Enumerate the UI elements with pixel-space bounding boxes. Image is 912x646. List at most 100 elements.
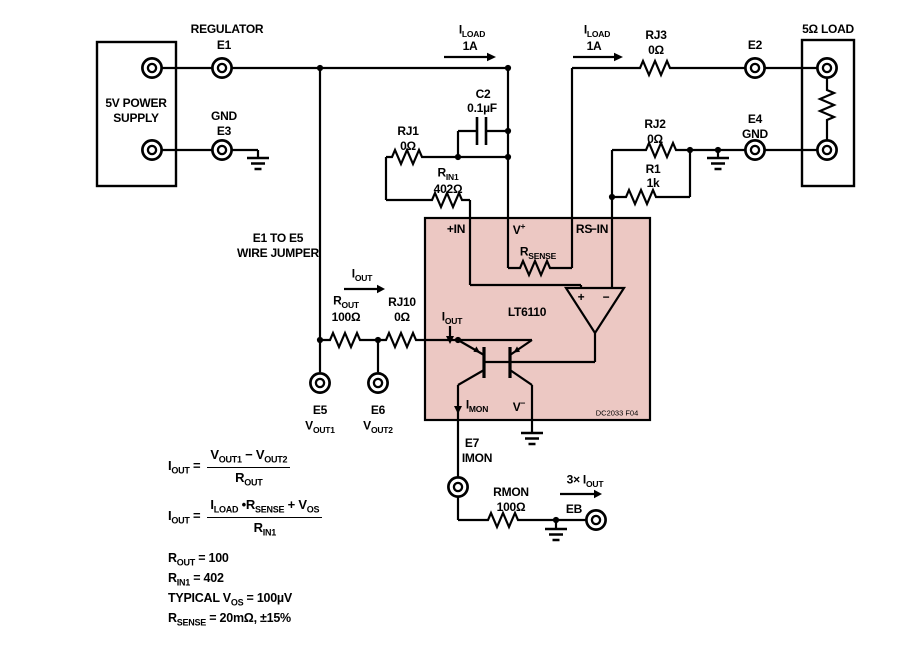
pin-plus-in: +IN: [446, 222, 466, 236]
turret-e4-icon: [744, 139, 766, 161]
formula2-fraction: ILOAD •RSENSE + VOS RIN1: [207, 497, 323, 538]
wire-sense-input: [384, 155, 583, 289]
vout1-label: VOUT1: [305, 418, 335, 435]
wires: [162, 66, 829, 529]
rj10-value: 0Ω: [394, 310, 410, 324]
rmon-value: 100Ω: [496, 500, 526, 514]
pin-vminus: V−: [512, 398, 526, 414]
iload-right-label: ILOAD: [583, 22, 611, 39]
e1-label: E1: [216, 38, 232, 52]
ground-e3-icon: [245, 156, 271, 171]
supply-terminal-bottom-icon: [141, 139, 163, 161]
e7-label: E7: [464, 436, 480, 450]
formula2-lhs: IOUT =: [168, 508, 201, 526]
supply-terminal-top-icon: [141, 57, 163, 79]
turret-e1-icon: [211, 57, 233, 79]
formula1-lhs: IOUT =: [168, 458, 201, 476]
iout-internal-arrow-head: [446, 336, 454, 344]
rj3-value: 0Ω: [648, 43, 664, 57]
rin1-value: 402Ω: [433, 182, 463, 196]
iout-arrow-label: IOUT: [351, 266, 373, 283]
iload-arrow-right-head: [614, 52, 623, 62]
rj3-label: RJ3: [645, 28, 667, 42]
rin1-label: RIN1: [437, 165, 459, 182]
wire-c2-leads: [456, 129, 508, 157]
rout-value: 100Ω: [331, 310, 361, 324]
rj10-label: RJ10: [388, 295, 416, 309]
transistor-pair: [457, 339, 533, 386]
pin-vplus: V+: [512, 221, 526, 237]
formula1-denominator: ROUT: [235, 469, 263, 488]
iload-right-value: 1A: [586, 39, 602, 53]
e3-label: E3: [216, 124, 232, 138]
r1-value: 1k: [646, 176, 660, 190]
resistor-rj3: [634, 59, 678, 77]
resistor-rmon: [482, 511, 526, 529]
power-supply-box: [95, 40, 178, 188]
note-rin1: RIN1 = 402: [168, 571, 224, 588]
ground-e4-icon: [705, 156, 731, 171]
note-rsense: RSENSE = 20mΩ, ±15%: [168, 611, 291, 628]
wire-out-row: [320, 338, 425, 372]
e6-label: E6: [370, 403, 386, 417]
e7-imon-label: IMON: [461, 451, 493, 465]
c2-value: 0.1µF: [467, 101, 497, 115]
wire-amp-output: [484, 333, 597, 364]
pin-minus-in: −IN: [589, 222, 609, 236]
c2-label: C2: [475, 87, 491, 101]
formula2-denominator: RIN1: [253, 519, 277, 538]
imon-internal-label: IMON: [465, 397, 489, 414]
e4-label: E4: [747, 112, 763, 126]
junction-dots: [316, 64, 722, 524]
e4-gnd-label: GND: [742, 127, 768, 141]
vout2-label: VOUT2: [363, 418, 393, 435]
iout-arrow-head: [377, 284, 385, 294]
turret-e5-icon: [309, 372, 331, 394]
rsense-label: RSENSE: [519, 244, 557, 261]
turret-e6-icon: [367, 372, 389, 394]
rj1-value: 0Ω: [400, 139, 416, 153]
figure-tag: DC2033 F04: [595, 408, 639, 418]
turret-e3-icon: [211, 139, 233, 161]
transistor-q2-emitter-arrow: [513, 346, 520, 353]
turret-e7-icon: [447, 476, 469, 498]
resistor-rj10: [380, 331, 424, 349]
note-vos: TYPICAL VOS = 100µV: [168, 591, 292, 608]
imon-internal-arrow-head: [454, 406, 462, 414]
current-arrows: [344, 52, 623, 499]
rmon-label: RMON: [493, 485, 529, 499]
opamp-triangle: [563, 286, 627, 336]
eb-label: EB: [565, 502, 583, 516]
resistor-r1: [620, 188, 664, 206]
iout-internal-label: IOUT: [441, 309, 463, 326]
rj2-value: 0Ω: [647, 132, 663, 146]
formula2-numerator: ILOAD •RSENSE + VOS: [207, 497, 323, 518]
turret-e2-icon: [744, 57, 766, 79]
load-label: 5Ω LOAD: [802, 22, 854, 36]
formula-iout-vout: IOUT = VOUT1 − VOUT2 ROUT: [168, 447, 291, 488]
e2-label: E2: [747, 38, 763, 52]
capacitor-c2-symbol: [475, 117, 488, 145]
gnd-label: GND: [211, 109, 237, 123]
e5-label: E5: [312, 403, 328, 417]
wire-supply-gnd: [162, 148, 260, 158]
pin-rs: RS: [575, 222, 593, 236]
jumper-note-2: WIRE JUMPER: [237, 246, 319, 260]
transistor-q1-emitter-arrow: [473, 346, 480, 353]
load-terminal-top-icon: [816, 57, 838, 79]
ground-rmon-icon: [543, 527, 569, 542]
load-terminal-bottom-icon: [816, 139, 838, 161]
resistor-rout: [324, 331, 368, 349]
amp-plus-label: +: [577, 290, 585, 304]
iload-left-value: 1A: [462, 39, 478, 53]
ground-vminus-icon: [519, 431, 545, 446]
r1-label: R1: [645, 162, 661, 176]
formula-iout-iload: IOUT = ILOAD •RSENSE + VOS RIN1: [168, 497, 323, 538]
regulator-label: REGULATOR: [190, 22, 264, 36]
turret-eb-icon: [585, 509, 607, 531]
rj2-label: RJ2: [644, 117, 666, 131]
jumper-note-1: E1 TO E5: [252, 231, 304, 245]
supply-label-1: 5V POWER: [105, 96, 167, 110]
